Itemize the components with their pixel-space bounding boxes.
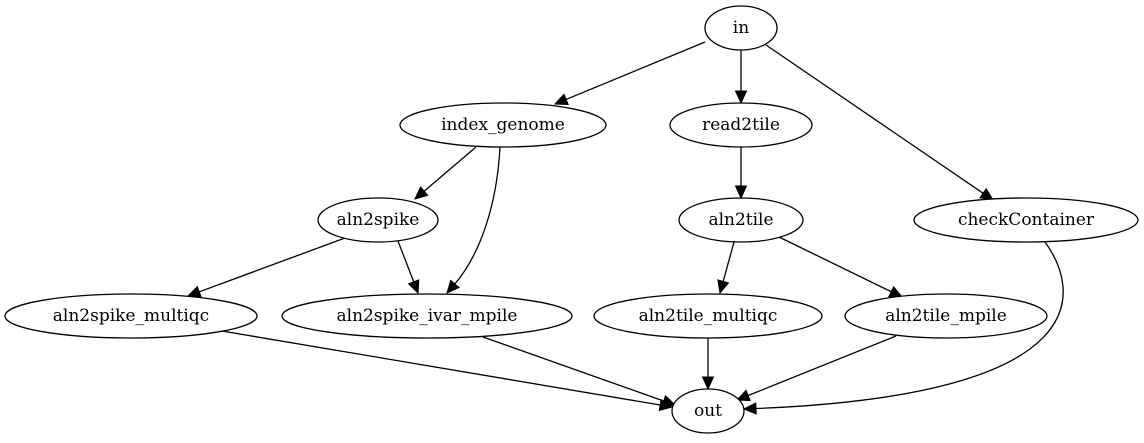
node-ellipse xyxy=(671,388,745,434)
edge-aln2tile-to-aln2tile_multiqc xyxy=(717,241,735,295)
arrowhead-icon xyxy=(186,285,202,298)
arrowhead-icon xyxy=(735,389,751,402)
arrowhead-icon xyxy=(734,90,748,105)
node-label: read2tile xyxy=(702,115,780,135)
arrowhead-icon xyxy=(734,185,748,200)
edge-line xyxy=(746,335,897,397)
node-index_genome[interactable]: index_genome xyxy=(399,102,607,148)
node-aln2tile[interactable]: aln2tile xyxy=(678,197,804,243)
edge-aln2spike-to-aln2spike_multiqc xyxy=(186,237,346,298)
edge-line xyxy=(765,44,985,195)
node-ellipse xyxy=(844,293,1048,339)
node-read2tile[interactable]: read2tile xyxy=(669,102,813,148)
arrowhead-icon xyxy=(414,186,429,200)
node-label: aln2tile_mpile xyxy=(885,306,1007,326)
node-label: aln2spike_ivar_mpile xyxy=(337,306,518,326)
node-out[interactable]: out xyxy=(671,388,745,434)
node-ellipse xyxy=(317,197,439,243)
edge-index_genome-to-aln2spike_ivar_mpile xyxy=(446,146,501,294)
node-aln2tile_mpile[interactable]: aln2tile_mpile xyxy=(844,293,1048,339)
edge-aln2spike_multiqc-to-out xyxy=(221,330,674,412)
edge-line xyxy=(221,330,662,406)
edge-line xyxy=(482,336,665,402)
node-ellipse xyxy=(669,102,813,148)
arrowhead-icon xyxy=(701,376,715,391)
edge-line xyxy=(722,241,735,283)
edge-index_genome-to-aln2spike xyxy=(414,146,477,200)
arrowhead-icon xyxy=(407,279,420,295)
graph-edges xyxy=(186,41,1064,415)
edge-aln2tile-to-aln2tile_mpile xyxy=(778,236,904,298)
node-label: aln2tile xyxy=(708,210,773,230)
edge-line xyxy=(198,237,346,293)
arrowhead-icon xyxy=(888,285,904,298)
edge-line xyxy=(754,241,1064,410)
node-aln2spike_multiqc[interactable]: aln2spike_multiqc xyxy=(4,293,258,339)
node-ellipse xyxy=(913,197,1139,243)
edge-line xyxy=(564,41,706,101)
edge-aln2tile_mpile-to-out xyxy=(735,335,897,402)
node-ellipse xyxy=(281,293,573,339)
node-ellipse xyxy=(4,293,258,339)
edge-line xyxy=(453,146,501,286)
node-ellipse xyxy=(678,197,804,243)
arrowhead-icon xyxy=(446,279,460,294)
node-in[interactable]: in xyxy=(704,5,778,51)
edge-line xyxy=(422,146,477,193)
arrowhead-icon xyxy=(661,394,677,407)
edge-aln2tile_multiqc-to-out xyxy=(701,338,715,391)
node-label: checkContainer xyxy=(958,210,1095,230)
node-aln2tile_multiqc[interactable]: aln2tile_multiqc xyxy=(593,293,823,339)
node-label: index_genome xyxy=(441,115,565,135)
arrowhead-icon xyxy=(742,402,757,415)
node-label: aln2spike_multiqc xyxy=(53,306,209,326)
node-checkContainer[interactable]: checkContainer xyxy=(913,197,1139,243)
edge-checkContainer-to-out xyxy=(742,241,1064,415)
node-ellipse xyxy=(593,293,823,339)
edge-in-to-read2tile xyxy=(734,50,748,105)
node-label: aln2spike xyxy=(337,210,420,230)
node-aln2spike_ivar_mpile[interactable]: aln2spike_ivar_mpile xyxy=(281,293,573,339)
arrowhead-icon xyxy=(717,279,730,295)
node-ellipse xyxy=(399,102,607,148)
node-label: in xyxy=(733,18,749,38)
node-aln2spike[interactable]: aln2spike xyxy=(317,197,439,243)
edge-aln2spike_ivar_mpile-to-out xyxy=(482,336,677,407)
node-label: out xyxy=(694,401,722,421)
arrowhead-icon xyxy=(553,93,569,106)
edge-line xyxy=(778,236,893,293)
graph-nodes: in index_genome read2tile aln2spike aln2tile… xyxy=(4,5,1139,434)
edge-aln2spike-to-aln2spike_ivar_mpile xyxy=(397,240,420,295)
node-label: aln2tile_multiqc xyxy=(639,306,778,326)
edge-line xyxy=(397,240,415,283)
arrowhead-icon xyxy=(979,187,994,201)
edge-read2tile-to-aln2tile xyxy=(734,147,748,200)
edge-in-to-index_genome xyxy=(553,41,706,106)
node-ellipse xyxy=(704,5,778,51)
